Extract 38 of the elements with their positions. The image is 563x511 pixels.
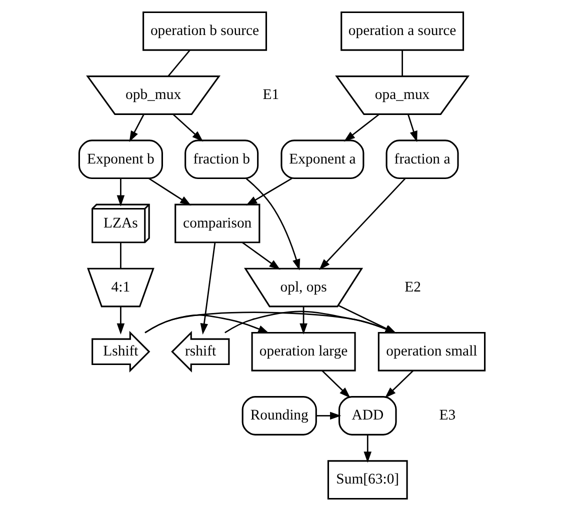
node-box: operation small [377, 332, 486, 372]
node-box: ADD [338, 396, 396, 436]
arrow [116, 306, 124, 335]
arrow [116, 178, 124, 206]
arrow [384, 370, 414, 398]
node-box: operation b source [142, 11, 267, 51]
arrow [128, 114, 144, 142]
node-box: fraction a [385, 140, 458, 180]
arrow [245, 178, 300, 270]
arrow [406, 114, 417, 142]
node-box: Sum[63:0] [326, 460, 408, 500]
node-box: operation a source [340, 11, 464, 51]
connector [401, 50, 402, 76]
arrow [144, 312, 396, 334]
node-box: Exponent b [78, 140, 162, 180]
connector [167, 50, 190, 77]
arrow [363, 434, 372, 463]
arrow [337, 304, 396, 334]
arrow [245, 178, 292, 206]
arrow [148, 178, 191, 206]
node-box: comparison [174, 204, 260, 244]
arrow [299, 306, 307, 335]
node-box: Rounding [241, 396, 316, 436]
node-box: Exponent a [280, 140, 364, 180]
arrow [343, 114, 380, 142]
arrow [200, 242, 216, 335]
arrow [321, 370, 350, 398]
node-box: operation large [250, 332, 356, 372]
connector [120, 242, 121, 268]
arrow [172, 114, 203, 142]
node-box: fraction b [184, 140, 258, 180]
arrow [241, 242, 280, 270]
label: E1 [262, 87, 279, 104]
arrow [318, 178, 406, 270]
arrow [224, 310, 396, 334]
label: E2 [404, 279, 420, 296]
label: E3 [438, 408, 456, 424]
arrow [316, 412, 341, 420]
